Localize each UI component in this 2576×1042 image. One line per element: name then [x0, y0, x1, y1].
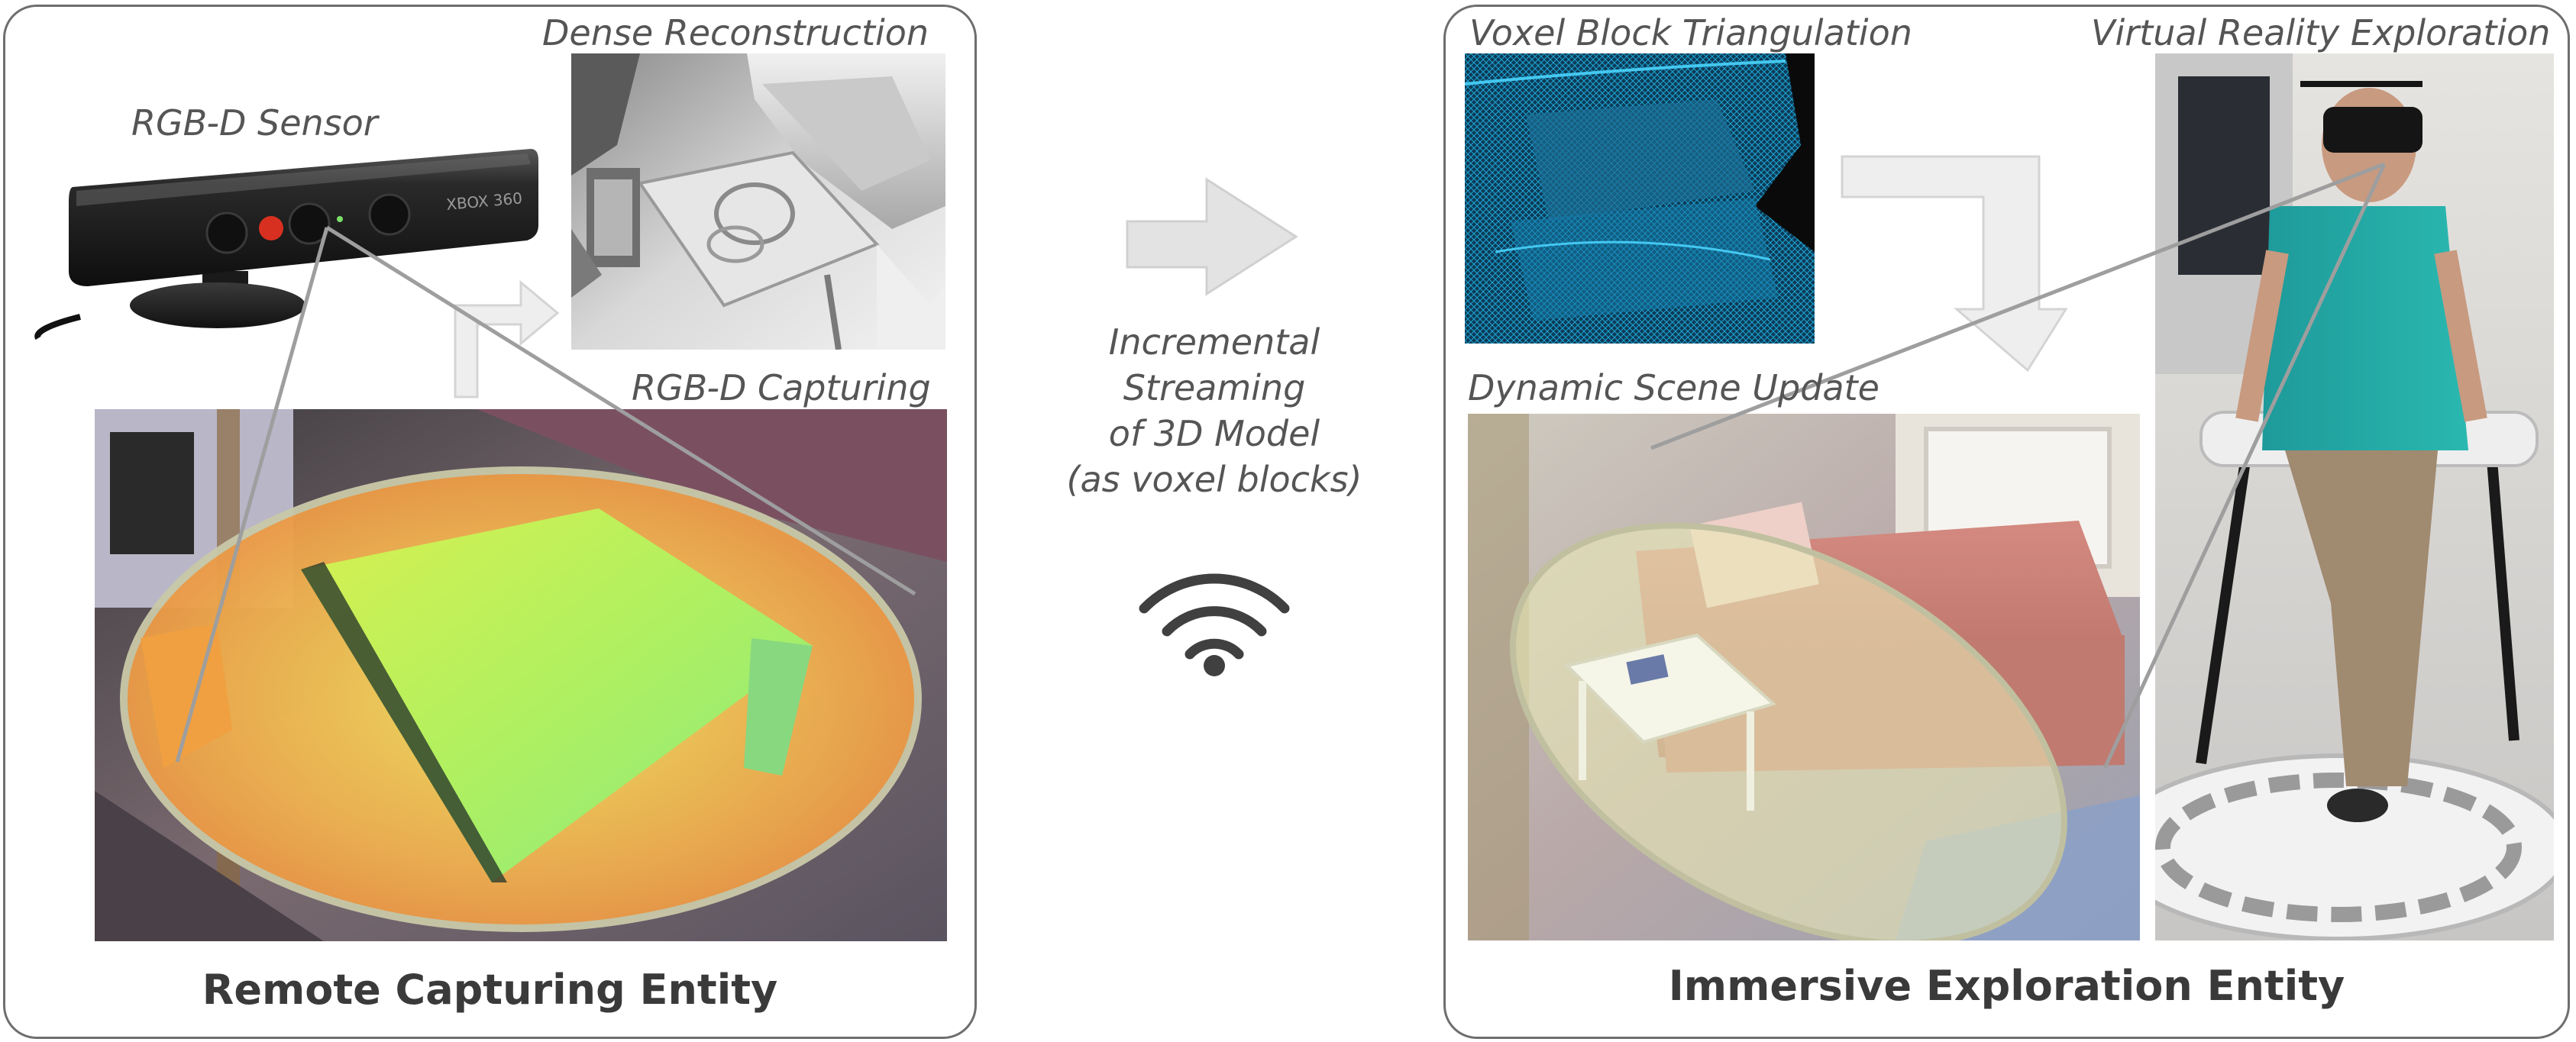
- remote-capturing-entity-title: Remote Capturing Entity: [202, 966, 778, 1014]
- rgbd-sensor-image: XBOX 360: [34, 134, 546, 347]
- dense-reconstruction-image: [571, 53, 945, 350]
- stream-line-4: (as voxel blocks): [1066, 459, 1362, 500]
- stream-line-1: Incremental: [1108, 321, 1320, 363]
- dynamic-scene-image: [1468, 414, 2140, 940]
- voxel-triangulation-image: [1465, 53, 1815, 344]
- immersive-exploration-entity-title: Immersive Exploration Entity: [1668, 962, 2345, 1010]
- streaming-caption: Incremental Streaming of 3D Model (as vo…: [1023, 319, 1405, 502]
- label-voxel-triangulation: Voxel Block Triangulation: [1469, 12, 1912, 53]
- stream-line-3: of 3D Model: [1108, 413, 1320, 454]
- label-vr-exploration: Virtual Reality Exploration: [2091, 12, 2551, 53]
- label-rgbd-capturing: RGB-D Capturing: [632, 367, 931, 408]
- label-rgbd-sensor: RGB-D Sensor: [131, 102, 378, 144]
- stream-line-2: Streaming: [1123, 367, 1306, 408]
- label-dynamic-scene-update: Dynamic Scene Update: [1468, 367, 1879, 408]
- rgbd-capturing-image: [95, 409, 947, 941]
- vr-exploration-image: [2155, 53, 2554, 940]
- label-dense-reconstruction: Dense Reconstruction: [542, 12, 929, 53]
